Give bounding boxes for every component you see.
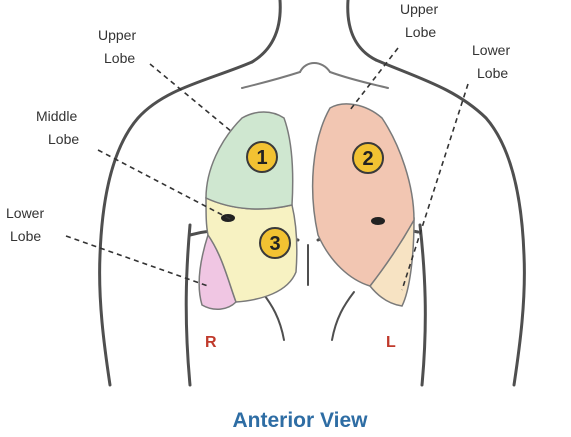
label-right-lower-1: Lower (6, 205, 44, 221)
left-clavicle (329, 71, 389, 89)
neck-notch (299, 62, 331, 73)
leader-right-lower (65, 235, 209, 287)
leader-lines (65, 47, 469, 291)
abdomen-left (331, 291, 355, 341)
left-nipple (371, 217, 385, 225)
clavicles (241, 62, 389, 89)
left-inner-arm (418, 223, 427, 387)
label-left-upper-2: Lobe (405, 24, 436, 40)
leader-left-lower (401, 83, 469, 291)
left-upper-lobe (311, 103, 415, 287)
marker-3-number: 3 (269, 233, 280, 255)
leader-right-middle (97, 149, 233, 221)
left-shoulder (374, 58, 526, 387)
label-right-upper-1: Upper (98, 27, 136, 43)
label-right-upper-2: Lobe (104, 50, 135, 66)
neck-left (250, 0, 282, 64)
label-right-lower-2: Lobe (10, 228, 41, 244)
label-left-upper-1: Upper (400, 1, 438, 17)
left-lung (311, 103, 415, 307)
leader-left-upper (349, 47, 399, 111)
marker-1: 1 (246, 141, 278, 173)
label-right-middle-2: Lobe (48, 131, 79, 147)
marker-2-number: 2 (362, 148, 373, 170)
label-right-middle-1: Middle (36, 108, 77, 124)
diagram-title: Anterior View (233, 409, 369, 432)
label-left-lower-2: Lobe (477, 65, 508, 81)
right-clavicle (241, 71, 301, 89)
marker-3: 3 (259, 227, 291, 259)
label-left-lower-1: Lower (472, 42, 510, 58)
right-shoulder (98, 60, 254, 387)
torso-outline (98, 0, 526, 387)
marker-1-number: 1 (256, 147, 267, 169)
side-label-left: L (386, 334, 396, 351)
side-label-right: R (205, 334, 217, 351)
abdomen-right (261, 291, 285, 341)
neck-right (346, 0, 378, 62)
marker-2: 2 (352, 142, 384, 174)
right-inner-arm (184, 223, 192, 387)
callout-labels: Upper Lobe Upper Lobe Lower Lobe Middle … (6, 1, 510, 244)
